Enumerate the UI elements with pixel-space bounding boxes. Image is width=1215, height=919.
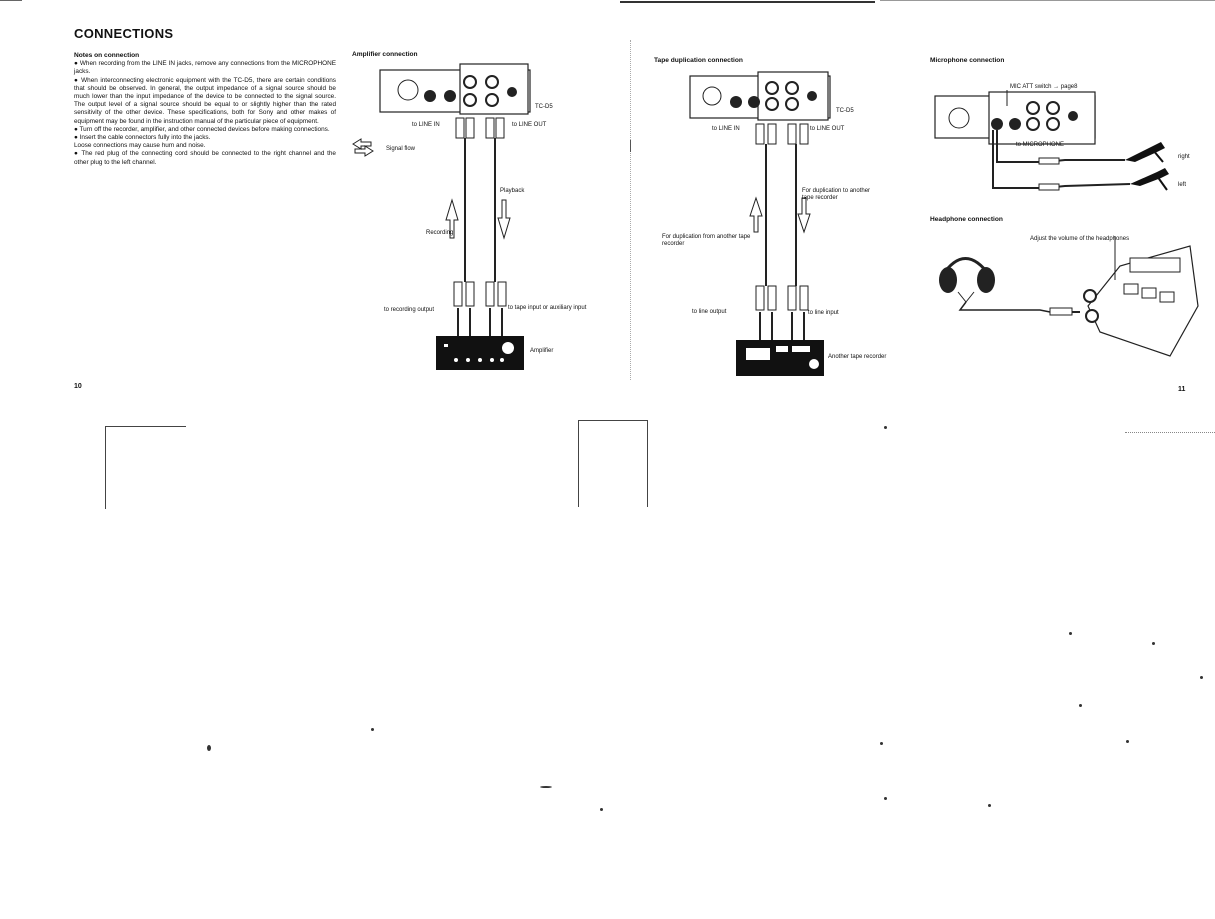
page-number-left: 10 (74, 383, 82, 390)
notes-section: Notes on connection ● When recording fro… (74, 52, 336, 167)
speck (207, 745, 211, 751)
tape-dup-diagram (689, 71, 831, 376)
dup-to-line-out: to LINE OUT (810, 126, 845, 132)
another-recorder-label: Another tape recorder (828, 354, 887, 360)
to-microphone-label: to MICROPHONE (1016, 142, 1065, 148)
to-line-input-label: to line input (808, 310, 839, 316)
playback-label: Playback (500, 188, 525, 194)
speck (600, 808, 603, 811)
to-recording-output-label: to recording output (384, 307, 435, 313)
speck (880, 742, 883, 745)
signal-flow-icon (352, 138, 374, 157)
note-1: ● When recording from the LINE IN jacks,… (74, 60, 336, 76)
note-2: ● When interconnecting electronic equipm… (74, 76, 336, 125)
page-number-right: 11 (1178, 386, 1186, 393)
speck (371, 728, 374, 731)
amplifier-heading: Amplifier connection (352, 51, 418, 58)
speck (988, 804, 991, 807)
top-rule-center (620, 1, 875, 3)
mic-right-label: right (1178, 154, 1190, 160)
speck (1079, 704, 1082, 707)
speck (884, 797, 887, 800)
page-title: CONNECTIONS (74, 26, 174, 41)
notes-heading: Notes on connection (74, 52, 140, 59)
to-line-output-label: to line output (692, 309, 727, 315)
mic-att-label: MIC ATT switch → page8 (1010, 84, 1078, 90)
note-4: ● Insert the cable connectors fully into… (74, 134, 211, 142)
gutter-mark (630, 140, 631, 152)
recording-label: Recording (426, 230, 454, 236)
amplifier-diagram (379, 63, 531, 370)
amp-to-line-out: to LINE OUT (512, 122, 547, 128)
dup-to-line-in: to LINE IN (712, 126, 740, 132)
speck (884, 426, 887, 429)
top-rule-right (880, 0, 1215, 1)
note-5: Loose connections may cause hum and nois… (74, 142, 206, 150)
amplifier-label: Amplifier (530, 348, 554, 354)
speck (1069, 632, 1072, 635)
top-rule-left (0, 0, 22, 1)
signal-flow-label: Signal flow (386, 146, 416, 152)
speck (540, 786, 552, 788)
to-tape-input-label: to tape input or auxiliary input (508, 305, 587, 311)
scan-frame-center (578, 420, 648, 507)
tape-dup-heading: Tape duplication connection (654, 57, 743, 64)
headphone-diagram (939, 236, 1199, 357)
speck (1200, 676, 1203, 679)
dup-to-label: For duplication to another tape recorder (802, 188, 871, 201)
speck (1152, 642, 1155, 645)
scan-frame-left (105, 426, 186, 509)
dup-from-label: For duplication from another tape record… (662, 234, 751, 247)
speck (1126, 740, 1129, 743)
mic-left-label: left (1178, 182, 1187, 188)
note-3: ● Turn off the recorder, amplifier, and … (74, 125, 330, 133)
headphone-adjust-label: Adjust the volume of the headphones (1030, 236, 1130, 242)
amp-to-line-in: to LINE IN (412, 122, 440, 128)
dup-model-label: TC-D5 (836, 108, 854, 114)
gutter-line (630, 40, 632, 380)
microphone-diagram (934, 90, 1169, 191)
top-right-scan-line (1125, 432, 1215, 434)
note-6: ● The red plug of the connecting cord sh… (74, 150, 336, 166)
amp-model-label: TC-D5 (535, 104, 553, 110)
microphone-heading: Microphone connection (930, 57, 1005, 64)
headphone-heading: Headphone connection (930, 216, 1003, 223)
